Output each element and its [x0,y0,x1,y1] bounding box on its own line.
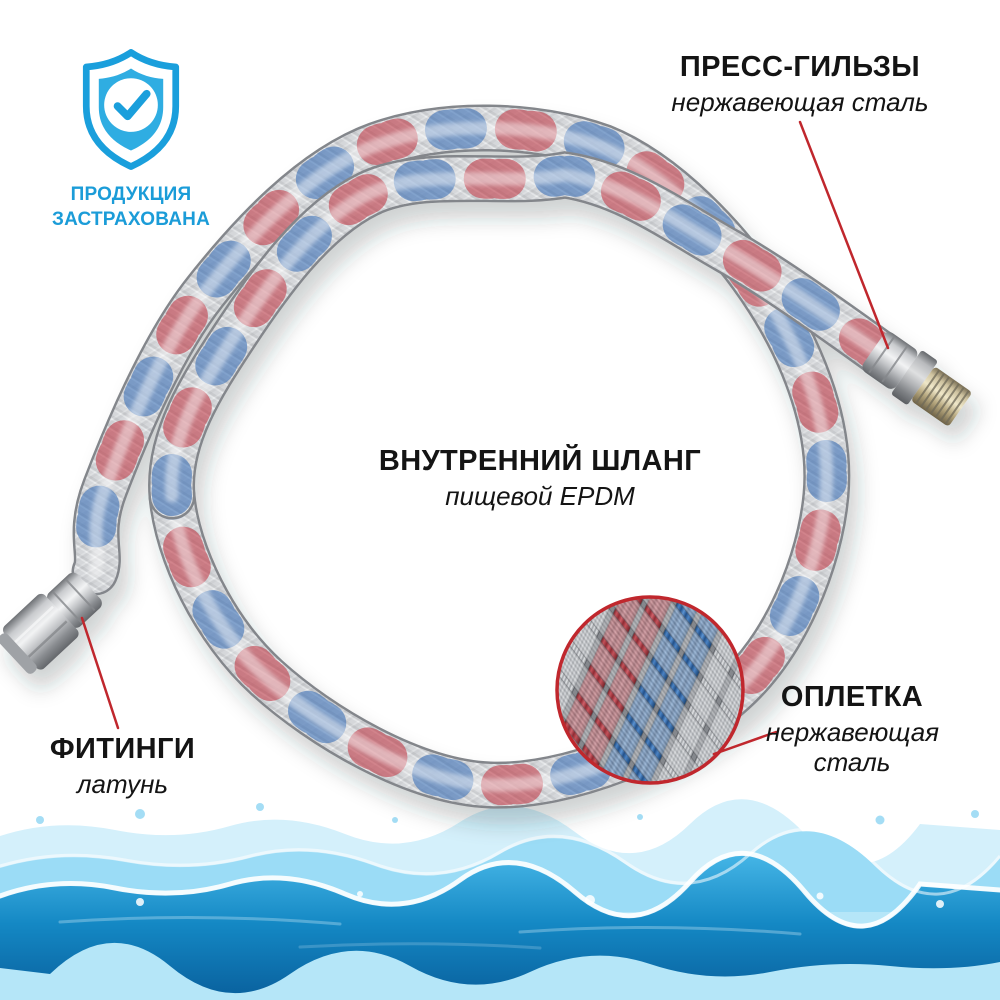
foam-bubbles [136,891,944,908]
inner-hose-title: ВНУТРЕННИЙ ШЛАНГ [378,445,702,477]
braid-magnifier [555,595,745,785]
badge-text-line1: ПРОДУКЦИЯ [70,184,192,205]
shield-check-icon [82,49,180,170]
hose-and-fittings [0,128,971,785]
press-sleeves-title: ПРЕСС-ГИЛЬЗЫ [679,51,921,83]
badge-text: ПРОДУКЦИЯ ЗАСТРАХОВАНА [38,183,224,232]
fittings-title: ФИТИНГИ [49,733,196,765]
callout-line-braid [712,730,778,756]
callout-line-press-sleeves [798,120,890,350]
fittings-subtitle: латунь [76,769,169,800]
water-splash-graphic [0,799,1000,1000]
callout-lines [80,120,890,756]
braid-subtitle: нержавеющая сталь [766,717,940,778]
braid-title: ОПЛЕТКА [780,681,924,713]
inner-hose-subtitle: пищевой EPDM [445,481,635,512]
press-sleeves-subtitle: нержавеющая сталь [671,87,929,118]
wave-foam-mid [0,827,1000,896]
label-inner-hose: ВНУТРЕННИЙ ШЛАНГ пищевой EPDM [360,446,720,512]
badge-text-line2: ЗАСТРАХОВАНА [51,208,211,230]
insurance-badge: ПРОДУКЦИЯ ЗАСТРАХОВАНА [38,48,224,232]
wave-deep-band [0,855,1000,994]
right-press-fitting [862,332,971,426]
wave-streaks [58,915,802,950]
callout-line-fittings [80,616,120,730]
label-press-sleeves: ПРЕСС-ГИЛЬЗЫ нержавеющая сталь [640,52,960,118]
label-braid: ОПЛЕТКА нержавеющая сталь [766,681,940,778]
label-fittings: ФИТИНГИ латунь [30,734,215,800]
magnifier-ring [555,595,745,785]
wave-foam-crest [0,850,1000,929]
left-nut-fitting [0,572,102,674]
